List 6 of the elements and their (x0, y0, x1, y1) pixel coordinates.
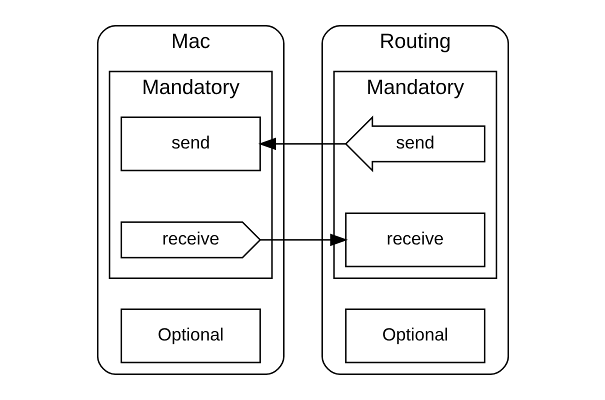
arrow (260, 234, 348, 246)
arrow (258, 138, 346, 150)
node-box: send (120, 116, 260, 172)
node-box: receive (344, 212, 485, 268)
node-box: Optional (120, 308, 260, 364)
node-box: Optional (344, 308, 485, 364)
